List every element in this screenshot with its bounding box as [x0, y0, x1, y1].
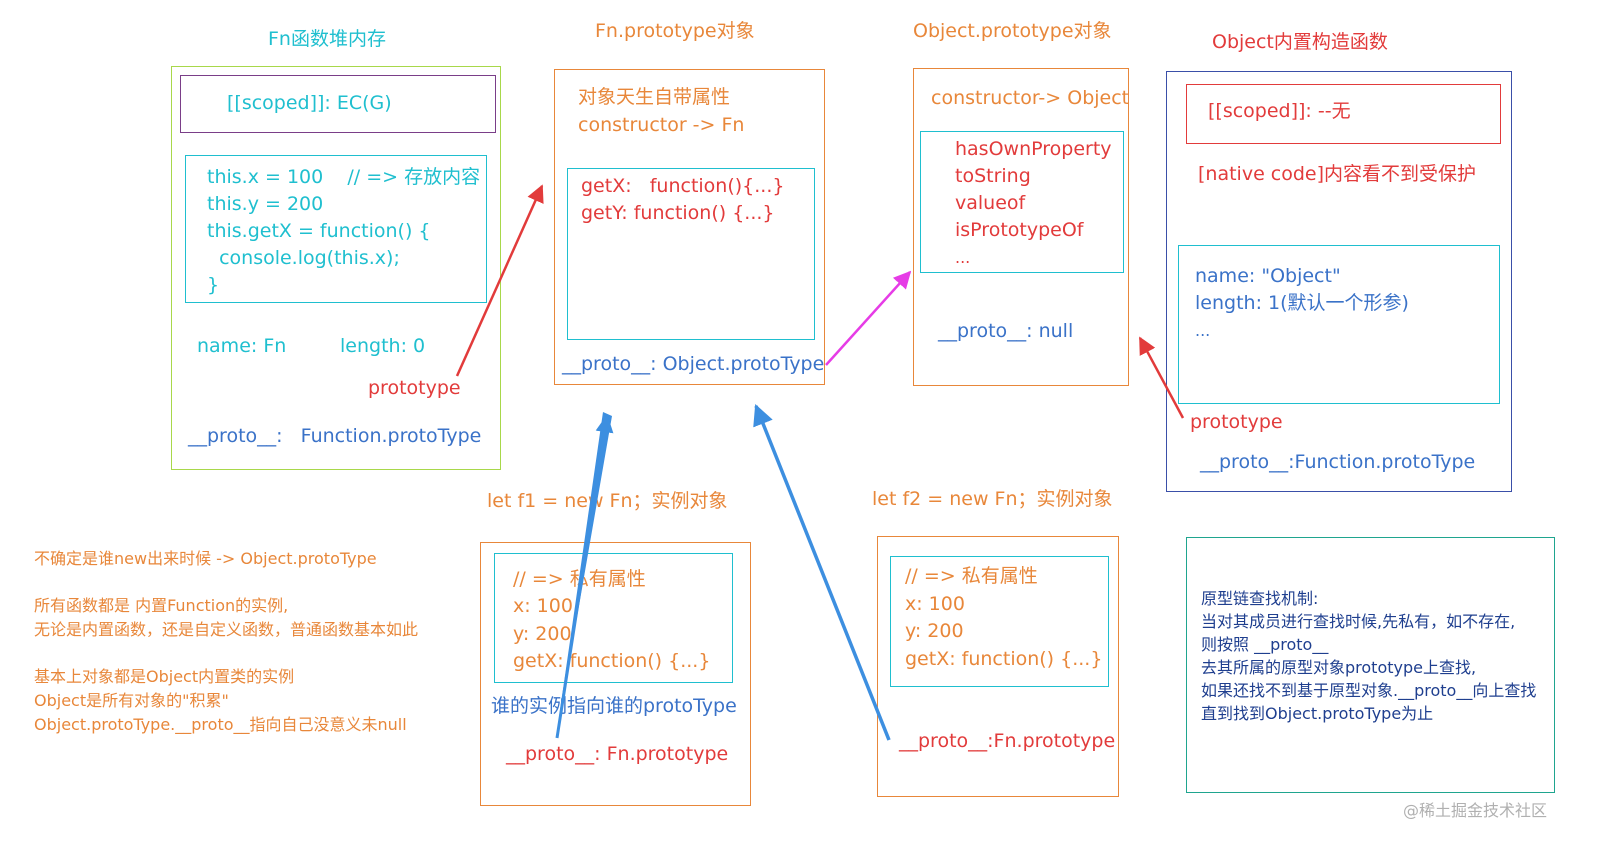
fn-prototype-line-2: constructor -> Fn [578, 114, 745, 136]
f1-title: let f1 = new Fn；实例对象 [487, 490, 728, 512]
f2-prop-y: y: 200 [905, 620, 964, 642]
object-prototype-constructor: constructor-> Object [931, 87, 1130, 109]
chain-note-line-2: 当对其成员进行查找时候,先私有，如不存在, [1201, 612, 1516, 631]
fn-prototype-box: 对象天生自带属性 constructor -> Fn getX: functio… [554, 69, 825, 385]
f1-prop-x: x: 100 [513, 595, 573, 617]
object-prototype-method-4: isPrototypeOf [955, 219, 1084, 241]
object-ctor-prototype-label: prototype [1190, 411, 1283, 433]
object-ctor-native: [native code]内容看不到受保护 [1198, 163, 1477, 185]
f2-prop-comment: // => 私有属性 [905, 565, 1038, 587]
object-prototype-method-1: hasOwnProperty [955, 138, 1112, 160]
chain-notes-box: 原型链查找机制: 当对其成员进行查找时候,先私有，如不存在, 则按照 __pro… [1186, 537, 1555, 793]
fn-prototype-methods-box: getX: function(){...} getY: function() {… [567, 168, 815, 340]
object-prototype-title: Object.prototype对象 [913, 20, 1112, 42]
left-note-line-8: Object.protoType.__proto__指向自己没意义未null [34, 715, 407, 734]
f1-note: 谁的实例指向谁的protoType [491, 695, 737, 717]
fn-prototype-proto: __proto__: Object.protoType [562, 353, 825, 375]
watermark: @稀土掘金技术社区 [1403, 801, 1548, 820]
f1-proto: __proto__: Fn.prototype [506, 743, 729, 765]
fn-scoped-text: [[scoped]]: EC(G) [227, 92, 392, 114]
chain-note-line-3: 则按照 __proto__ [1201, 635, 1329, 654]
fn-prototype-title: Fn.prototype对象 [595, 20, 755, 42]
f2-title: let f2 = new Fn；实例对象 [872, 488, 1113, 510]
fn-heap-title: Fn函数堆内存 [268, 28, 386, 50]
object-prototype-method-5: ... [955, 248, 971, 267]
left-note-line-3: 所有函数都是 内置Function的实例, [34, 596, 289, 615]
f1-props-box: // => 私有属性 x: 100 y: 200 getX: function(… [494, 553, 733, 683]
fn-body-box: this.x = 100 // => 存放内容 this.y = 200 thi… [185, 155, 487, 303]
chain-note-line-1: 原型链查找机制: [1201, 589, 1319, 608]
f2-props-box: // => 私有属性 x: 100 y: 200 getX: function(… [890, 556, 1109, 687]
fn-body-line-4: console.log(this.x); [207, 247, 400, 269]
f2-proto: __proto__:Fn.prototype [899, 730, 1116, 752]
arrow-f2-to-fn-prototype [753, 404, 891, 741]
object-ctor-title: Object内置构造函数 [1212, 31, 1388, 53]
object-ctor-box: [[scoped]]: --无 [native code]内容看不到受保护 na… [1166, 71, 1512, 492]
object-ctor-proto: __proto__:Function.protoType [1200, 451, 1476, 473]
fn-prototype-label: prototype [368, 377, 461, 399]
fn-body-line-2: this.y = 200 [207, 193, 324, 215]
chain-note-line-5: 如果还找不到基于原型对象.__proto__向上查找 [1201, 681, 1537, 700]
fn-prototype-method-gety: getY: function() {...} [581, 202, 775, 224]
left-note-line-6: 基本上对象都是Object内置类的实例 [34, 667, 295, 686]
object-ctor-props-box: name: "Object" length: 1(默认一个形参) ... [1178, 245, 1500, 404]
fn-body-line-1: this.x = 100 // => 存放内容 [207, 166, 481, 188]
object-prototype-box: constructor-> Object hasOwnProperty toSt… [913, 68, 1129, 386]
object-prototype-method-3: valueof [955, 192, 1026, 214]
fn-prototype-method-getx: getX: function(){...} [581, 175, 785, 197]
fn-heap-box: [[scoped]]: EC(G) this.x = 100 // => 存放内… [171, 66, 501, 470]
fn-name: name: Fn [197, 335, 287, 357]
fn-proto: __proto__: Function.protoType [188, 425, 482, 447]
f2-prop-x: x: 100 [905, 593, 965, 615]
object-ctor-prop-more: ... [1195, 321, 1211, 340]
object-ctor-prop-name: name: "Object" [1195, 265, 1341, 287]
fn-prototype-line-1: 对象天生自带属性 [578, 86, 731, 108]
object-ctor-prop-length: length: 1(默认一个形参) [1195, 292, 1409, 314]
object-prototype-methods-box: hasOwnProperty toString valueof isProtot… [920, 131, 1124, 273]
left-note-line-4: 无论是内置函数，还是自定义函数，普通函数基本如此 [34, 620, 419, 639]
chain-note-line-4: 去其所属的原型对象prototype上查找, [1201, 658, 1477, 677]
object-prototype-proto: __proto__: null [938, 320, 1074, 342]
object-prototype-method-2: toString [955, 165, 1031, 187]
f1-box: // => 私有属性 x: 100 y: 200 getX: function(… [480, 542, 751, 806]
fn-body-line-5: } [207, 274, 220, 296]
fn-scoped-box: [[scoped]]: EC(G) [180, 75, 496, 133]
arrow-fn-prototype-to-object-prototype [825, 270, 912, 366]
fn-length: length: 0 [340, 335, 426, 357]
chain-note-line-6: 直到找到Object.protoType为止 [1201, 704, 1434, 723]
f2-box: // => 私有属性 x: 100 y: 200 getX: function(… [877, 536, 1119, 797]
f1-prop-comment: // => 私有属性 [513, 568, 646, 590]
f1-prop-y: y: 200 [513, 623, 572, 645]
fn-body-line-3: this.getX = function() { [207, 220, 431, 242]
object-ctor-scoped-box: [[scoped]]: --无 [1186, 84, 1501, 144]
f2-prop-getx: getX: function() {...} [905, 648, 1103, 670]
object-ctor-scoped: [[scoped]]: --无 [1208, 100, 1351, 122]
left-note-line-7: Object是所有对象的"积累" [34, 691, 229, 710]
left-note-line-1: 不确定是谁new出来时候 -> Object.protoType [34, 549, 377, 568]
f1-prop-getx: getX: function() {...} [513, 650, 711, 672]
